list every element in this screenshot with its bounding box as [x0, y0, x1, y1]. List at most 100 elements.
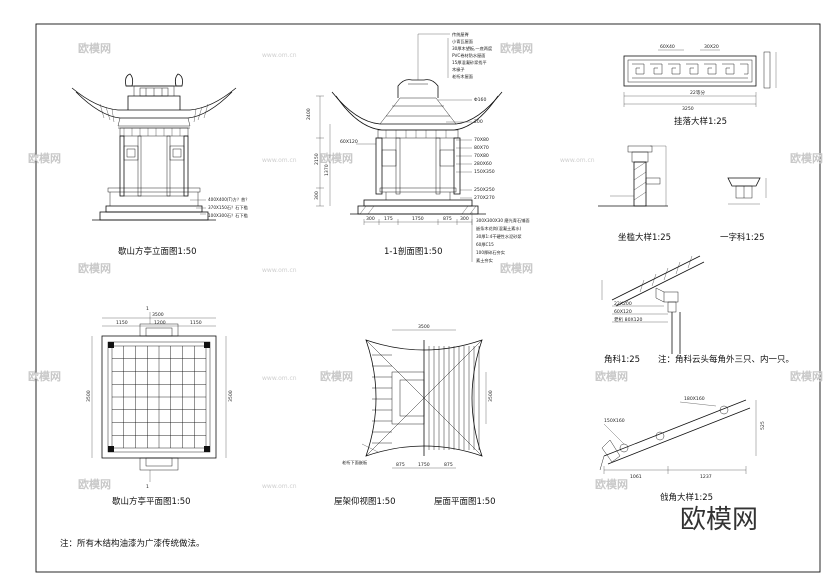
- section-dim-bottom: 300: [366, 216, 375, 222]
- sheet-border: [35, 23, 821, 573]
- roof-plan-title: 屋面平面图1:50: [434, 497, 496, 507]
- section-member-size: 270X270: [474, 195, 495, 201]
- watermark-text: 欧模网: [320, 369, 353, 383]
- section-callout-top: 木椽子: [452, 66, 465, 73]
- bracket-single-drawing: [727, 177, 767, 205]
- watermark-url: www.om.cn: [262, 267, 297, 274]
- watermark-text: 欧模网: [78, 477, 111, 491]
- watermark-text: 欧模网: [595, 369, 628, 383]
- eave-dim: 180X160: [684, 396, 705, 402]
- section-member-size: 60X120: [340, 139, 358, 145]
- section-member-size: 80X70: [474, 145, 489, 151]
- plan-title: 歇山方亭平面图1:50: [112, 496, 191, 507]
- eave-dim: 1237: [700, 474, 712, 480]
- section-title: 1-1剖面图1:50: [384, 246, 442, 257]
- section-callout-top: 15厚混凝砂浆找平: [452, 59, 487, 66]
- roof-dim: 875: [396, 462, 405, 468]
- watermark-text: 欧模网: [790, 151, 823, 165]
- section-callout-top: 30厚木望板,一底两度: [452, 45, 493, 52]
- roof-dim: 1750: [418, 462, 430, 468]
- section-callout-bottom: 嵌条木花岗(混凝土素水): [476, 225, 522, 232]
- watermark-text: 欧模网: [595, 477, 628, 491]
- section-member-size: 70X80: [474, 137, 489, 143]
- section-dim-side: 300: [314, 191, 320, 200]
- corner-bracket-title: 角科1:25: [604, 354, 640, 365]
- watermark-text: 欧模网: [78, 41, 111, 55]
- plan-dim: 1150: [190, 320, 202, 326]
- roof-drawings: 3500 875 1750 875 3500 老桁下面嵌板: [342, 324, 494, 469]
- watermark-url: www.om.cn: [262, 157, 297, 164]
- roof-callout: 老桁下面嵌板: [342, 459, 368, 466]
- watermark-text: 欧模网: [28, 151, 61, 165]
- plan-dim: 3500: [86, 390, 92, 402]
- section-callout-bottom: 素土夯实: [476, 257, 493, 264]
- watermark-url: www.om.cn: [560, 157, 595, 164]
- elevation-callout: 100X300石？石下槛: [208, 212, 248, 219]
- plan-dim: 3500: [228, 390, 234, 402]
- plan-drawing: 1 1 3500 1150 1200 1150 3500 3500: [86, 306, 234, 490]
- section-member-size: 200: [474, 119, 483, 125]
- watermark-text: 欧模网: [790, 369, 823, 383]
- plan-dim: 3500: [152, 312, 164, 318]
- roof-dim: 3500: [488, 390, 494, 402]
- section-dim-bottom: 175: [384, 216, 393, 222]
- corner-bracket-note: 注：角科云头每角外三只、内一只。: [658, 354, 794, 365]
- section-dim-bottom: 875: [443, 216, 452, 222]
- fascia-dim: 60X40: [660, 44, 675, 50]
- section-callout-bottom: 60厚C15: [476, 242, 494, 248]
- corner-dim: 60X120: [614, 309, 632, 315]
- roof-dim: 875: [444, 462, 453, 468]
- section-callout-top: 小青瓦屋面: [452, 38, 473, 45]
- fascia-dim: 3250: [682, 106, 694, 112]
- elevation-drawing: 400X400(T)方？普？ 370X150石？石下槛 100X300石？石下槛: [71, 73, 249, 221]
- brand-logo-text: 欧模网: [680, 505, 758, 535]
- section-callout-top: 传统屋脊: [452, 31, 470, 38]
- general-note: 注：所有木结构油漆为广漆传统做法。: [60, 538, 205, 549]
- watermark-text: 欧模网: [320, 151, 353, 165]
- section-callout-bottom: 100厚碎石夯实: [476, 249, 505, 256]
- section-member-size: 70X80: [474, 153, 489, 159]
- eave-corner-title: 戗角大样1:25: [660, 492, 713, 503]
- corner-dim: 老桁 80X120: [614, 316, 642, 323]
- corner-dim: 22X200: [614, 301, 632, 307]
- plan-dim: 1150: [116, 320, 128, 326]
- bench-drawing: [598, 145, 668, 207]
- section-dim-side: 2400: [306, 108, 312, 120]
- section-dim-bottom: 1750: [412, 216, 424, 222]
- roof-dim: 3500: [418, 324, 430, 330]
- section-callout-top: 老桁木屋面: [452, 73, 473, 80]
- section-dim-side: 1370: [324, 164, 330, 176]
- fascia-dim: 22等分: [690, 89, 705, 96]
- eave-dim: 525: [760, 421, 766, 430]
- section-member-size: 250X250: [474, 187, 495, 193]
- elevation-title: 歇山方亭立面图1:50: [118, 246, 197, 257]
- watermark-layer: 欧模网 www.om.cn 欧模网 欧模网 www.om.cn 欧模网 www.…: [28, 41, 823, 491]
- section-callout-bottom: 30厚1:4干硬性水泥砂浆: [476, 233, 522, 240]
- elevation-callout: 400X400(T)方？普？: [208, 196, 249, 203]
- eave-dim: 150X160: [604, 418, 625, 424]
- watermark-url: www.om.cn: [262, 52, 297, 59]
- section-member-size: 150X350: [474, 169, 495, 175]
- watermark-url: www.om.cn: [262, 483, 297, 490]
- watermark-text: 欧模网: [78, 261, 111, 275]
- watermark-text: 欧模网: [500, 261, 533, 275]
- roof-frame-title: 屋架仰视图1:50: [334, 496, 396, 507]
- section-dim-bottom: 300: [460, 216, 469, 222]
- fascia-dim: 30X20: [704, 44, 719, 50]
- section-member-size: 280X60: [474, 161, 492, 167]
- eave-corner-drawing: 1061 1237 525 150X160 180X160: [599, 396, 766, 480]
- section-dim-side: 2150: [314, 153, 320, 165]
- section-marker: 1: [146, 306, 149, 312]
- elevation-callout: 370X150石？石下槛: [208, 204, 248, 211]
- plan-dim: 1200: [154, 320, 166, 326]
- section-marker: 1: [146, 484, 149, 490]
- bracket-single-title: 一字科1:25: [720, 232, 765, 243]
- section-callout-bottom: 300X300X30 磨光青石铺面: [476, 217, 530, 224]
- fascia-drawing: 60X40 30X20 3250 22等分: [623, 44, 777, 112]
- watermark-url: www.om.cn: [262, 375, 297, 382]
- fascia-title: 挂落大样1:25: [674, 116, 727, 127]
- bench-title: 坐槛大样1:25: [618, 232, 671, 243]
- eave-dim: 1061: [630, 474, 642, 480]
- watermark-text: 欧模网: [28, 369, 61, 383]
